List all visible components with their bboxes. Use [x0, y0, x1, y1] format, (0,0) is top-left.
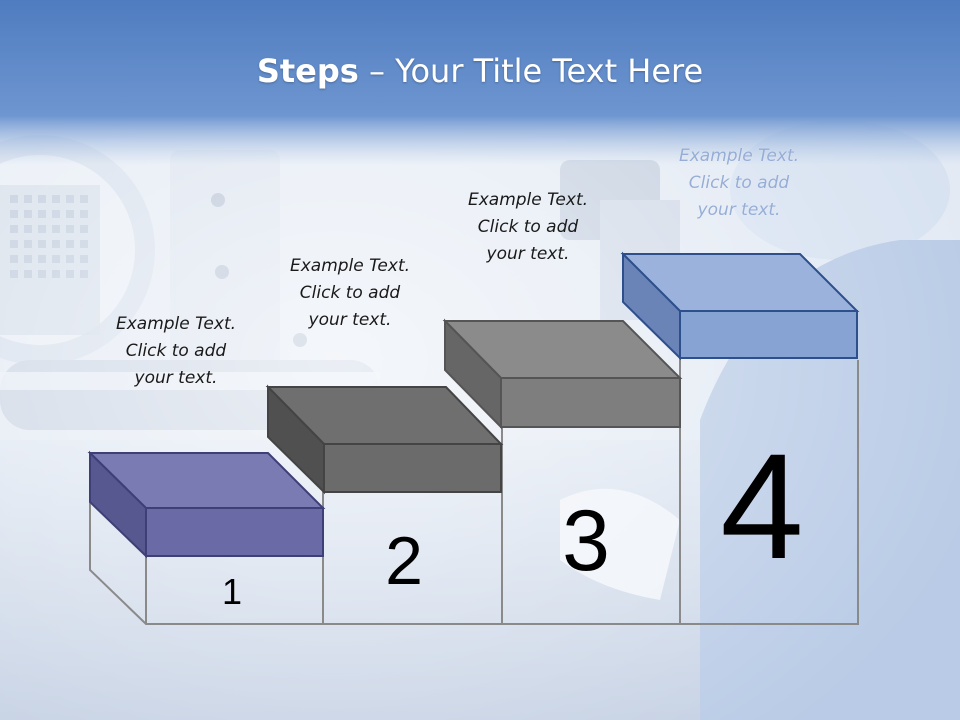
title-rest: Your Title Text Here	[395, 52, 704, 90]
step-3-number: 3	[562, 493, 610, 589]
step-1-text-line3: your text.	[134, 368, 218, 388]
step-2-text[interactable]: Example Text. Click to add your text.	[260, 253, 440, 334]
step-1-text-line2: Click to add	[125, 341, 227, 361]
step-1-text-line1: Example Text.	[115, 314, 237, 334]
step-3-text[interactable]: Example Text. Click to add your text.	[438, 187, 618, 268]
step-4-number: 4	[720, 422, 803, 590]
step-1-block[interactable]	[87, 450, 326, 559]
title-separator: –	[358, 52, 396, 90]
step-2-text-line1: Example Text.	[289, 256, 411, 276]
step-2-block[interactable]	[265, 384, 504, 495]
title-bold: Steps	[256, 52, 359, 90]
step-3-text-line3: your text.	[486, 244, 570, 264]
slide-title[interactable]: Steps – Your Title Text Here	[0, 52, 960, 90]
step-2-text-line3: your text.	[308, 310, 392, 330]
step-4-text[interactable]: Example Text. Click to add your text.	[649, 143, 829, 224]
step-1-number: 1	[222, 571, 242, 612]
step-1-text[interactable]: Example Text. Click to add your text.	[86, 311, 266, 392]
step-3-block[interactable]	[442, 318, 683, 430]
step-4-block[interactable]	[620, 251, 860, 361]
step-4-text-line3: your text.	[697, 200, 781, 220]
step-4-text-line1: Example Text.	[678, 146, 800, 166]
step-2-number: 2	[385, 523, 423, 599]
step-3-text-line1: Example Text.	[467, 190, 589, 210]
step-3-text-line2: Click to add	[477, 217, 579, 237]
step-4-text-line2: Click to add	[688, 173, 790, 193]
step-2-text-line2: Click to add	[299, 283, 401, 303]
